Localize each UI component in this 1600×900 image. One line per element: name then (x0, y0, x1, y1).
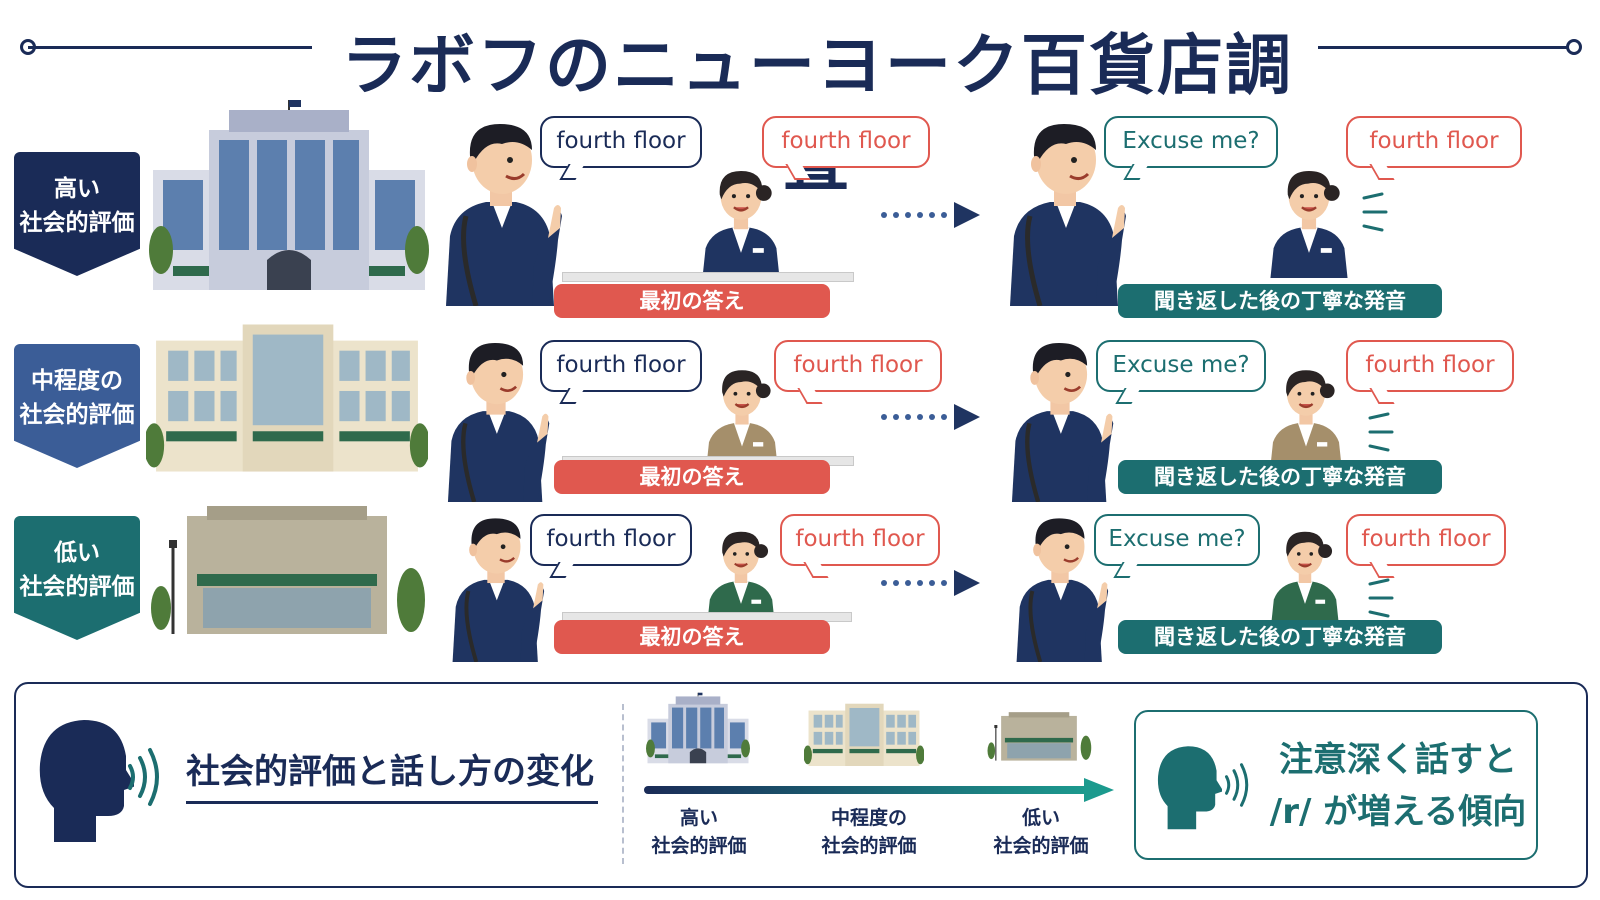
first-answer-label: 最初の答え (554, 284, 830, 318)
dotted-arrow-icon (881, 202, 980, 228)
dotted-arrow-icon (881, 570, 980, 596)
building-icon (986, 708, 1092, 764)
sound-waves-icon (1368, 578, 1394, 618)
scale-label-low: 低い社会的評価 (993, 807, 1089, 857)
clerk-bubble: fourth floor (762, 116, 930, 168)
scale-label-high: 高い社会的評価 (651, 807, 747, 857)
building-icon (148, 100, 430, 290)
second-answer-label: 聞き返した後の丁寧な発音 (1118, 620, 1442, 654)
tag-line: 中程度の (31, 368, 123, 394)
customer-bubble: Excuse me? (1094, 514, 1260, 566)
row-low: 低い 社会的評価 fourth floor fourth floor 最初の答え… (0, 500, 1600, 670)
dotted-arrow-icon (881, 404, 980, 430)
tag-line: 低い (54, 540, 100, 566)
page-title: ラボフのニューヨーク百貨店調査 (341, 27, 1293, 200)
speaking-head-icon (1157, 746, 1222, 830)
second-answer-label: 聞き返した後の丁寧な発音 (1118, 460, 1442, 494)
building-icon (146, 320, 428, 472)
clerk-bubble: fourth floor (774, 340, 942, 392)
person-icon (1258, 522, 1352, 626)
result-box: 注意深く話すと /r/ が増える傾向 (1134, 710, 1538, 860)
person-icon (1256, 360, 1356, 470)
gradient-arrow-icon (644, 778, 1114, 802)
speaking-head-icon (39, 720, 134, 842)
summary-underline (186, 801, 598, 804)
tag-low: 低い 社会的評価 (14, 516, 140, 640)
tag-mid: 中程度の 社会的評価 (14, 344, 140, 468)
clerk-bubble: fourth floor (1346, 340, 1514, 392)
title-dot-right (1566, 39, 1582, 55)
sound-waves-icon (128, 748, 159, 806)
customer-bubble: fourth floor (540, 116, 702, 168)
tag-line: 社会的評価 (19, 402, 135, 428)
result-text: 注意深く話すと /r/ が増える傾向 (1269, 740, 1527, 832)
title-line-left (28, 46, 312, 49)
summary-heading: 社会的評価と話し方の変化 (186, 752, 594, 792)
scale-label-mid: 中程度の社会的評価 (821, 807, 917, 857)
person-icon (692, 360, 792, 470)
counter (562, 272, 854, 282)
second-answer-label: 聞き返した後の丁寧な発音 (1118, 284, 1442, 318)
title-line-right (1318, 46, 1574, 49)
building-icon (804, 702, 924, 766)
customer-bubble: Excuse me? (1096, 340, 1266, 392)
person-icon (436, 336, 556, 502)
title-bar: ラボフのニューヨーク百貨店調査 (0, 0, 1600, 200)
clerk-bubble: fourth floor (1346, 514, 1506, 566)
sound-waves-icon (1368, 412, 1394, 452)
clerk-bubble: fourth floor (1346, 116, 1522, 168)
person-icon (694, 522, 788, 626)
row-mid: 中程度の 社会的評価 fourth floor fourth floor 最初の… (0, 320, 1600, 500)
sound-waves-icon (1225, 763, 1249, 807)
tag-line: 高い (54, 176, 100, 202)
row-high: 高い 社会的評価 fourth floor fourth floor 最初の答え… (0, 100, 1600, 320)
first-answer-label: 最初の答え (554, 460, 830, 494)
first-answer-label: 最初の答え (554, 620, 830, 654)
sound-waves-icon (1362, 192, 1388, 232)
tag-line: 社会的評価 (19, 210, 135, 236)
building-icon (146, 504, 428, 634)
person-icon (686, 160, 796, 278)
person-icon (1254, 160, 1364, 278)
dashed-separator (622, 704, 624, 864)
summary-panel: 社会的評価と話し方の変化 高い社会的評価 中程度の社会的評価 低い社会的評価 (14, 682, 1588, 888)
customer-bubble: Excuse me? (1104, 116, 1278, 168)
tag-high: 高い 社会的評価 (14, 152, 140, 276)
tag-line: 社会的評価 (19, 574, 135, 600)
customer-bubble: fourth floor (540, 340, 702, 392)
clerk-bubble: fourth floor (780, 514, 940, 566)
building-icon (646, 690, 750, 766)
customer-bubble: fourth floor (530, 514, 692, 566)
